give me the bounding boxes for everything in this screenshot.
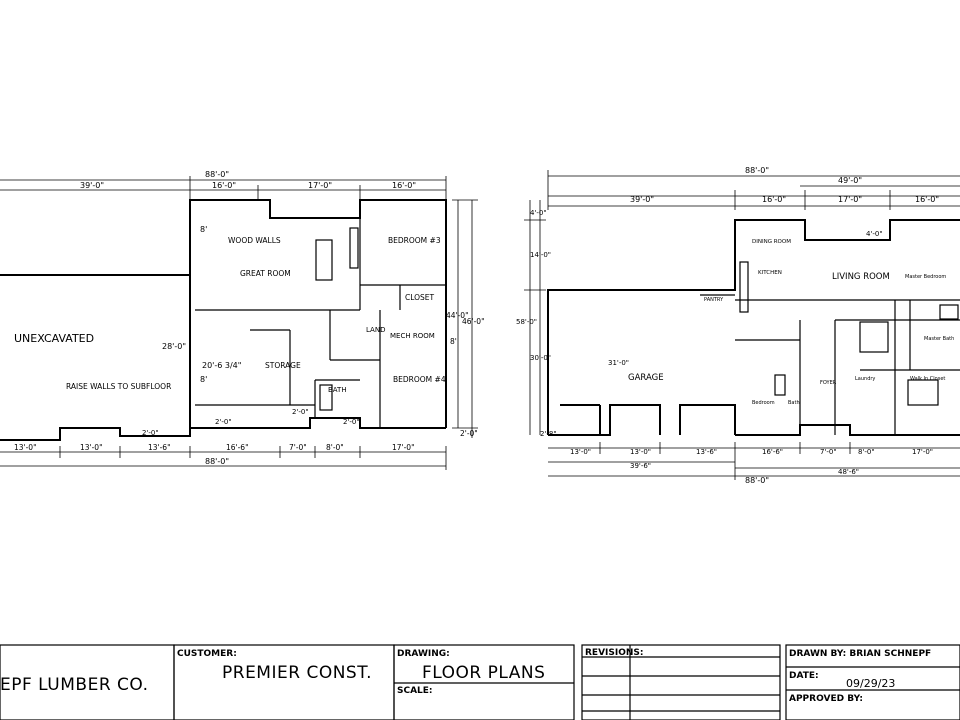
basement-right-46: 46'-0" bbox=[462, 317, 485, 326]
note-wood-walls: WOOD WALLS bbox=[228, 236, 281, 245]
main-bottom-dimensions bbox=[548, 442, 960, 480]
main-dim-bot-6: 8'-0" bbox=[858, 448, 875, 456]
main-left-dimensions bbox=[524, 200, 546, 435]
main-dim-top-2: 16'-0" bbox=[762, 195, 786, 204]
basement-left-8a: 8' bbox=[200, 225, 207, 234]
date-label: DATE: bbox=[789, 671, 819, 681]
date-value: 09/29/23 bbox=[846, 677, 895, 690]
revisions-label: REVISIONS: bbox=[585, 648, 644, 658]
basement-left-28: 28'-0" bbox=[162, 342, 186, 351]
basement-dim-bot-5: 7'-0" bbox=[289, 443, 307, 452]
scale-label: SCALE: bbox=[397, 686, 433, 696]
room-kitchen: KITCHEN bbox=[758, 270, 782, 276]
room-unexcavated: UNEXCAVATED bbox=[14, 332, 94, 345]
basement-top-dimensions bbox=[0, 176, 447, 200]
drawn-by: DRAWN BY: BRIAN SCHNEPF bbox=[789, 649, 931, 659]
basement-dim-bot-1: 13'-0" bbox=[14, 443, 37, 452]
drawing-label: DRAWING: bbox=[397, 649, 450, 659]
note-2-0-b: 2'-0" bbox=[292, 408, 309, 416]
basement-dim-top-2: 16'-0" bbox=[212, 181, 236, 190]
room-bedroom-3: BEDROOM #3 bbox=[388, 236, 441, 245]
main-overall-bottom: 88'-0" bbox=[745, 476, 769, 485]
room-bath-main: Bath bbox=[788, 400, 800, 406]
room-master-bath: Master Bath bbox=[924, 336, 954, 342]
room-garage: GARAGE bbox=[628, 373, 664, 383]
basement-dim-top-1: 39'-0" bbox=[80, 181, 104, 190]
note-raise-walls: RAISE WALLS TO SUBFLOOR bbox=[66, 382, 171, 391]
main-dim-bot-3: 13'-6" bbox=[696, 448, 717, 456]
room-mech: MECH ROOM bbox=[390, 332, 435, 340]
main-dim-bot-1: 13'-0" bbox=[570, 448, 591, 456]
customer-value: PREMIER CONST. bbox=[222, 663, 372, 683]
main-left-30: 30'-0" bbox=[530, 354, 551, 362]
main-left-14: 14'-0" bbox=[530, 251, 551, 259]
main-floor-labels: 88'-0" 49'-0" 39'-0" 16'-0" 17'-0" 16'-0… bbox=[516, 166, 954, 485]
basement-overall-bottom: 88'-0" bbox=[205, 457, 229, 466]
basement-labels: 88'-0" 39'-0" 16'-0" 17'-0" 16'-0" UNEXC… bbox=[14, 170, 485, 466]
basement-dim-top-4: 16'-0" bbox=[392, 181, 416, 190]
room-land: LAND bbox=[366, 326, 385, 334]
basement-right-2: 2'-0" bbox=[460, 429, 478, 438]
basement-dim-bot-2: 13'-0" bbox=[80, 443, 103, 452]
company-name: EPF LUMBER CO. bbox=[0, 675, 149, 695]
main-dim-bot-7: 17'-0" bbox=[912, 448, 933, 456]
main-top-dimensions bbox=[547, 170, 960, 210]
main-dim-top-3: 17'-0" bbox=[838, 195, 862, 204]
basement-walls bbox=[0, 199, 447, 441]
note-2-0-a: 2'-0" bbox=[215, 418, 232, 426]
room-living: LIVING ROOM bbox=[832, 272, 890, 282]
basement-dim-top-3: 17'-0" bbox=[308, 181, 332, 190]
basement-right-dimensions bbox=[452, 199, 478, 438]
customer-label: CUSTOMER: bbox=[177, 649, 237, 659]
room-laundry: Laundry bbox=[855, 376, 875, 382]
basement-interior-walls bbox=[195, 200, 446, 428]
main-dim-4-0: 4'-0" bbox=[866, 230, 883, 238]
room-storage: STORAGE bbox=[265, 361, 301, 370]
main-dim-top-1: 39'-0" bbox=[630, 195, 654, 204]
main-interior-walls bbox=[548, 261, 960, 435]
basement-dim-bot-4: 16'-6" bbox=[226, 443, 249, 452]
room-walk-in-closet: Walk In Closet bbox=[910, 376, 945, 382]
basement-right-8: 8' bbox=[450, 337, 457, 346]
main-dim-48-6: 48'-6" bbox=[838, 468, 859, 476]
room-foyer: FOYER bbox=[820, 380, 837, 386]
main-left-4: 4'-0" bbox=[530, 209, 547, 217]
basement-overall-top: 88'-0" bbox=[205, 170, 229, 179]
room-bedroom-4: BEDROOM #4 bbox=[393, 375, 446, 384]
main-floor-plan bbox=[524, 170, 960, 480]
main-left-58: 58'-0" bbox=[516, 318, 537, 326]
title-block-text: EPF LUMBER CO. CUSTOMER: PREMIER CONST. … bbox=[0, 648, 931, 704]
main-dim-top-4: 16'-0" bbox=[915, 195, 939, 204]
main-dim-bot-5: 7'-0" bbox=[820, 448, 837, 456]
title-block bbox=[0, 644, 960, 720]
main-overall-top: 88'-0" bbox=[745, 166, 769, 175]
main-dim-39-6: 39'-6" bbox=[630, 462, 651, 470]
room-dining: DINING ROOM bbox=[752, 239, 791, 245]
note-20-6: 20'-6 3/4" bbox=[202, 361, 241, 370]
main-upper-dim: 49'-0" bbox=[838, 176, 862, 185]
note-2-0-c: 2'-0" bbox=[343, 418, 360, 426]
drawing-value: FLOOR PLANS bbox=[422, 663, 545, 683]
room-bedroom: Bedroom bbox=[752, 400, 775, 406]
approved-label: APPROVED BY: bbox=[789, 694, 863, 704]
basement-plan bbox=[0, 176, 478, 470]
room-closet: CLOSET bbox=[405, 293, 435, 302]
basement-bottom-dimensions bbox=[0, 446, 447, 470]
main-garage-width: 31'-0" bbox=[608, 359, 629, 367]
basement-dim-bot-6: 8'-0" bbox=[326, 443, 344, 452]
main-dim-bot-2: 13'-0" bbox=[630, 448, 651, 456]
basement-left-8b: 8' bbox=[200, 375, 207, 384]
basement-right-44: 44'-0" bbox=[446, 311, 469, 320]
basement-dim-bot-7: 17'-0" bbox=[392, 443, 415, 452]
room-pantry: PANTRY bbox=[704, 297, 724, 303]
basement-dim-bot-3: 13'-6" bbox=[148, 443, 171, 452]
room-bath: BATH bbox=[328, 386, 347, 394]
note-2-0-d: 2'-0" bbox=[142, 429, 159, 437]
room-master-bedroom: Master Bedroom bbox=[905, 274, 946, 280]
main-dim-bot-4: 16'-6" bbox=[762, 448, 783, 456]
room-great-room: GREAT ROOM bbox=[240, 269, 291, 278]
main-left-2-8: 2'-8" bbox=[540, 430, 557, 438]
